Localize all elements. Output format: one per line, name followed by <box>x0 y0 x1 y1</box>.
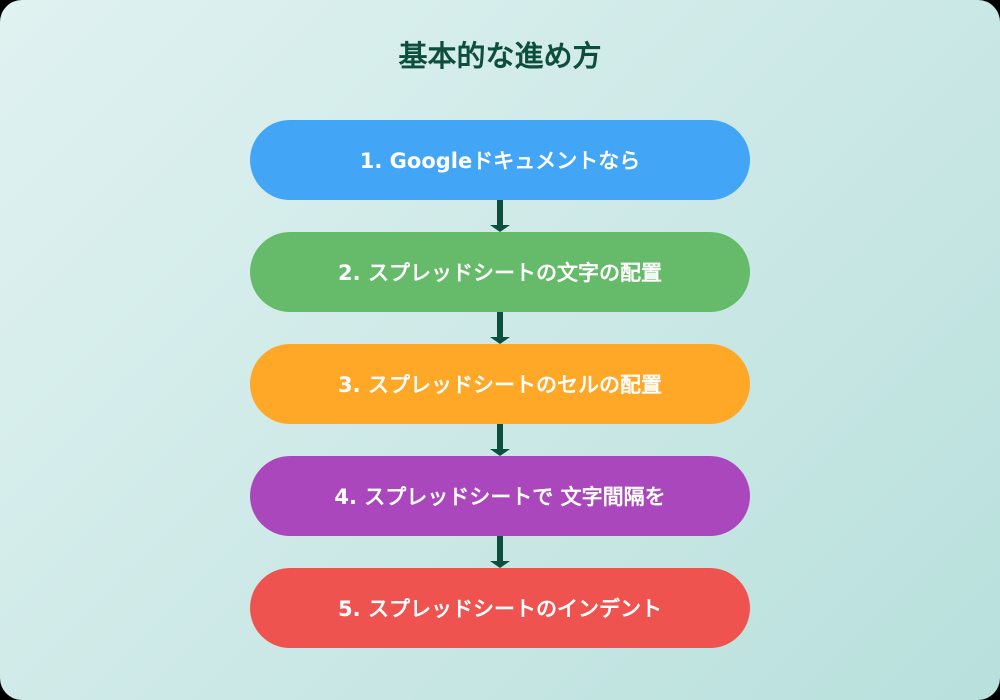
step-4: 4. スプレッドシートで 文字間隔を <box>250 456 750 536</box>
arrow-down-icon <box>490 312 510 344</box>
arrow-down-icon <box>490 200 510 232</box>
step-5: 5. スプレッドシートのインデント <box>250 568 750 648</box>
diagram-title: 基本的な進め方 <box>398 39 602 73</box>
step-2: 2. スプレッドシートの文字の配置 <box>250 232 750 312</box>
step-3: 3. スプレッドシートのセルの配置 <box>250 344 750 424</box>
arrow-down-icon <box>490 424 510 456</box>
arrow-down-icon <box>490 536 510 568</box>
step-1: 1. Googleドキュメントなら <box>250 120 750 200</box>
